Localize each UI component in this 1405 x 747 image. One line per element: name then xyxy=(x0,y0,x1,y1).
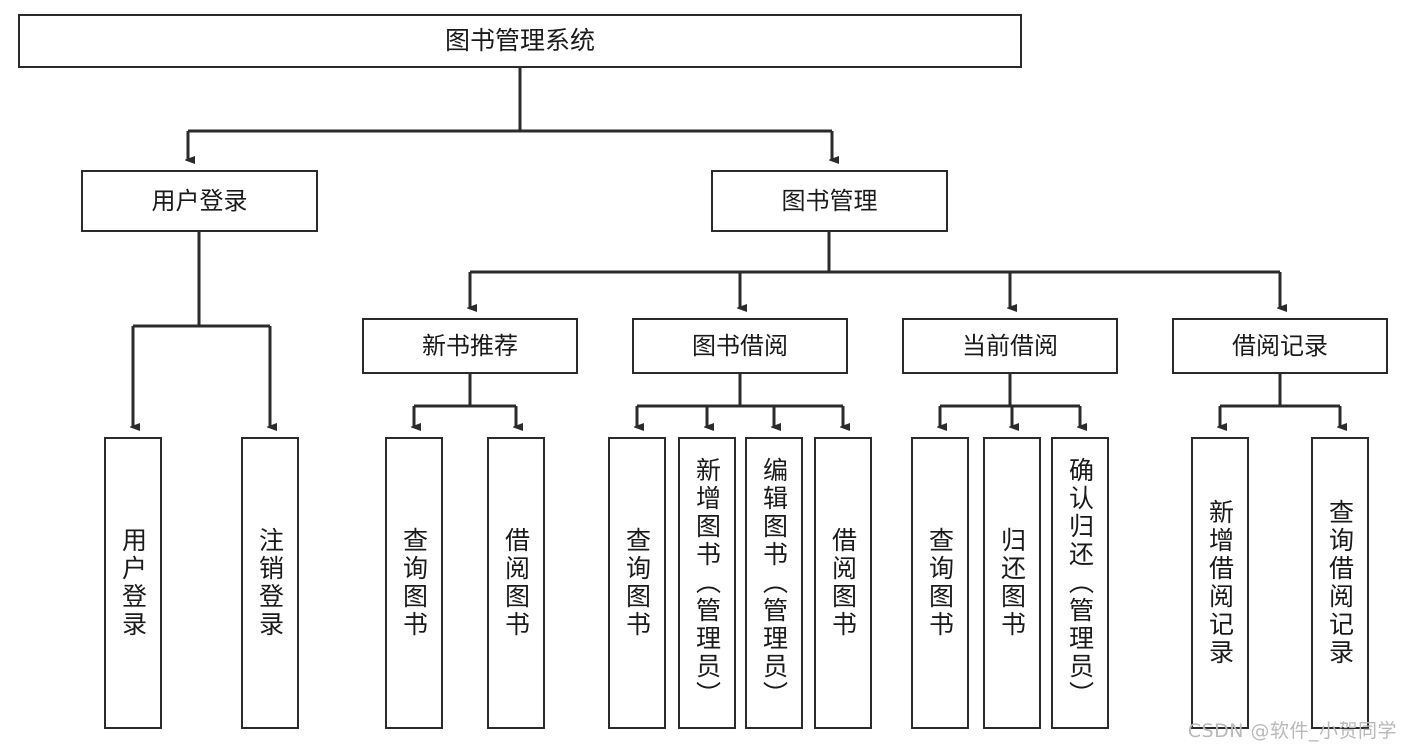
leaf-add-borrow-record[interactable]: 新增借阅记录 xyxy=(1191,437,1249,729)
leaf-query-borrow-record[interactable]: 查询借阅记录 xyxy=(1311,437,1369,729)
leaf-query-book-recommend[interactable]: 查询图书 xyxy=(385,437,443,729)
leaf-user-logout[interactable]: 注销登录 xyxy=(241,437,299,729)
leaf-query-borrow-record-label: 查询借阅记录 xyxy=(1325,499,1355,667)
leaf-add-book-admin-label: 新增图书（管理员） xyxy=(692,457,722,709)
node-new-book-recommend[interactable]: 新书推荐 xyxy=(362,318,578,374)
leaf-return-book[interactable]: 归还图书 xyxy=(983,437,1041,729)
node-book-management-label: 图书管理 xyxy=(781,186,878,215)
leaf-edit-book-admin-label: 编辑图书（管理员） xyxy=(759,457,789,709)
csdn-watermark: CSDN @软件_小贺同学 xyxy=(1187,720,1397,742)
node-book-management[interactable]: 图书管理 xyxy=(711,170,948,232)
node-borrow-record[interactable]: 借阅记录 xyxy=(1172,318,1388,374)
leaf-confirm-return-admin-label: 确认归还（管理员） xyxy=(1065,457,1095,709)
leaf-query-book-borrow[interactable]: 查询图书 xyxy=(608,437,666,729)
leaf-user-login-label: 用户登录 xyxy=(118,527,148,639)
leaf-query-book-recommend-label: 查询图书 xyxy=(399,527,429,639)
leaf-borrow-book-recommend-label: 借阅图书 xyxy=(501,527,531,639)
leaf-edit-book-admin[interactable]: 编辑图书（管理员） xyxy=(745,437,803,729)
leaf-return-book-label: 归还图书 xyxy=(997,527,1027,639)
node-root[interactable]: 图书管理系统 xyxy=(18,14,1022,68)
leaf-borrow-book[interactable]: 借阅图书 xyxy=(814,437,872,729)
leaf-query-book-current-label: 查询图书 xyxy=(925,527,955,639)
node-book-borrow-label: 图书借阅 xyxy=(692,331,788,360)
leaf-user-logout-label: 注销登录 xyxy=(255,527,285,639)
leaf-user-login[interactable]: 用户登录 xyxy=(104,437,162,729)
node-current-borrow[interactable]: 当前借阅 xyxy=(902,318,1118,374)
node-user-login-label: 用户登录 xyxy=(151,186,248,215)
leaf-add-book-admin[interactable]: 新增图书（管理员） xyxy=(678,437,736,729)
leaf-add-borrow-record-label: 新增借阅记录 xyxy=(1205,499,1235,667)
node-root-label: 图书管理系统 xyxy=(444,26,595,55)
node-new-book-recommend-label: 新书推荐 xyxy=(422,331,518,360)
node-borrow-record-label: 借阅记录 xyxy=(1232,331,1328,360)
leaf-confirm-return-admin[interactable]: 确认归还（管理员） xyxy=(1051,437,1109,729)
node-book-borrow[interactable]: 图书借阅 xyxy=(632,318,848,374)
leaf-borrow-book-label: 借阅图书 xyxy=(828,527,858,639)
leaf-query-book-current[interactable]: 查询图书 xyxy=(911,437,969,729)
node-current-borrow-label: 当前借阅 xyxy=(962,331,1058,360)
leaf-borrow-book-recommend[interactable]: 借阅图书 xyxy=(487,437,545,729)
leaf-query-book-borrow-label: 查询图书 xyxy=(622,527,652,639)
node-user-login[interactable]: 用户登录 xyxy=(81,170,318,232)
